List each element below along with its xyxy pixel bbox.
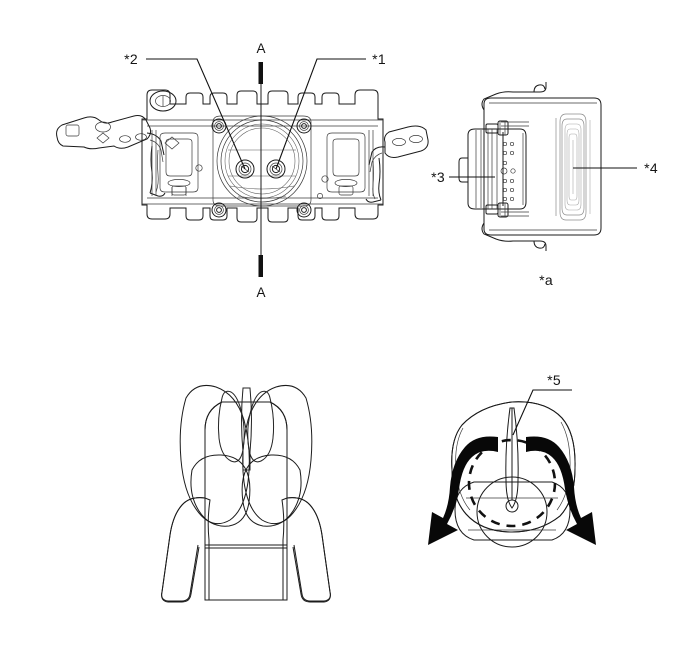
corner-bolt-bottom-left	[211, 202, 227, 218]
section-bar-bottom	[258, 255, 263, 277]
locator-hole-right	[321, 175, 329, 183]
coverage-pad-left	[190, 454, 251, 527]
dashed-inflator-outline	[467, 438, 557, 528]
leader-line-1	[275, 58, 366, 170]
section-line-a-a: A A	[256, 41, 265, 300]
deployment-seam	[505, 407, 519, 513]
occupant-coverage-view	[161, 384, 331, 603]
corner-bolt-top-right	[296, 118, 312, 134]
callout-label-4: *4	[644, 160, 658, 176]
section-letter-bottom: A	[256, 285, 265, 300]
housing-top-left-lug	[149, 90, 177, 112]
locator-hole-right-2	[317, 193, 323, 199]
airbag-module-side-view: *3 *4 *a	[431, 82, 658, 288]
coverage-zone-upper-left	[179, 384, 250, 525]
section-bar-top	[258, 62, 263, 84]
coverage-zone-upper-right	[242, 384, 313, 525]
inflator-dome-concentric	[212, 115, 312, 207]
leader-line-2	[146, 58, 246, 170]
callout-label-1: *1	[372, 51, 386, 67]
side-view-caption: *a	[539, 272, 553, 288]
housing-left-recess	[151, 130, 199, 196]
leader-line-5	[512, 389, 572, 436]
deployment-arrow-right	[526, 436, 596, 545]
inflator-stud-top	[485, 120, 509, 136]
locator-hole-left	[195, 164, 203, 172]
inflator-pin-holes	[500, 141, 516, 202]
callout-label-5: *5	[547, 372, 561, 388]
occupant-torso	[161, 401, 331, 603]
corner-bolt-bottom-right	[296, 202, 312, 218]
side-view-housing	[481, 82, 602, 251]
callout-label-2: *2	[124, 51, 138, 67]
module-housing-body	[141, 89, 384, 223]
right-mounting-bracket	[365, 125, 429, 203]
callout-label-3: *3	[431, 169, 445, 185]
deployment-direction-view: *5	[428, 372, 596, 548]
housing-right-recess	[326, 130, 374, 196]
folded-cushion	[555, 113, 591, 221]
section-letter-top: A	[256, 41, 265, 56]
deployment-arrow-left	[428, 436, 498, 545]
airbag-module-top-view: A A *2 *1	[56, 41, 429, 300]
coverage-pad-right	[241, 454, 302, 527]
inflator-body	[458, 120, 529, 218]
coverage-zone-inner-right	[247, 390, 275, 463]
